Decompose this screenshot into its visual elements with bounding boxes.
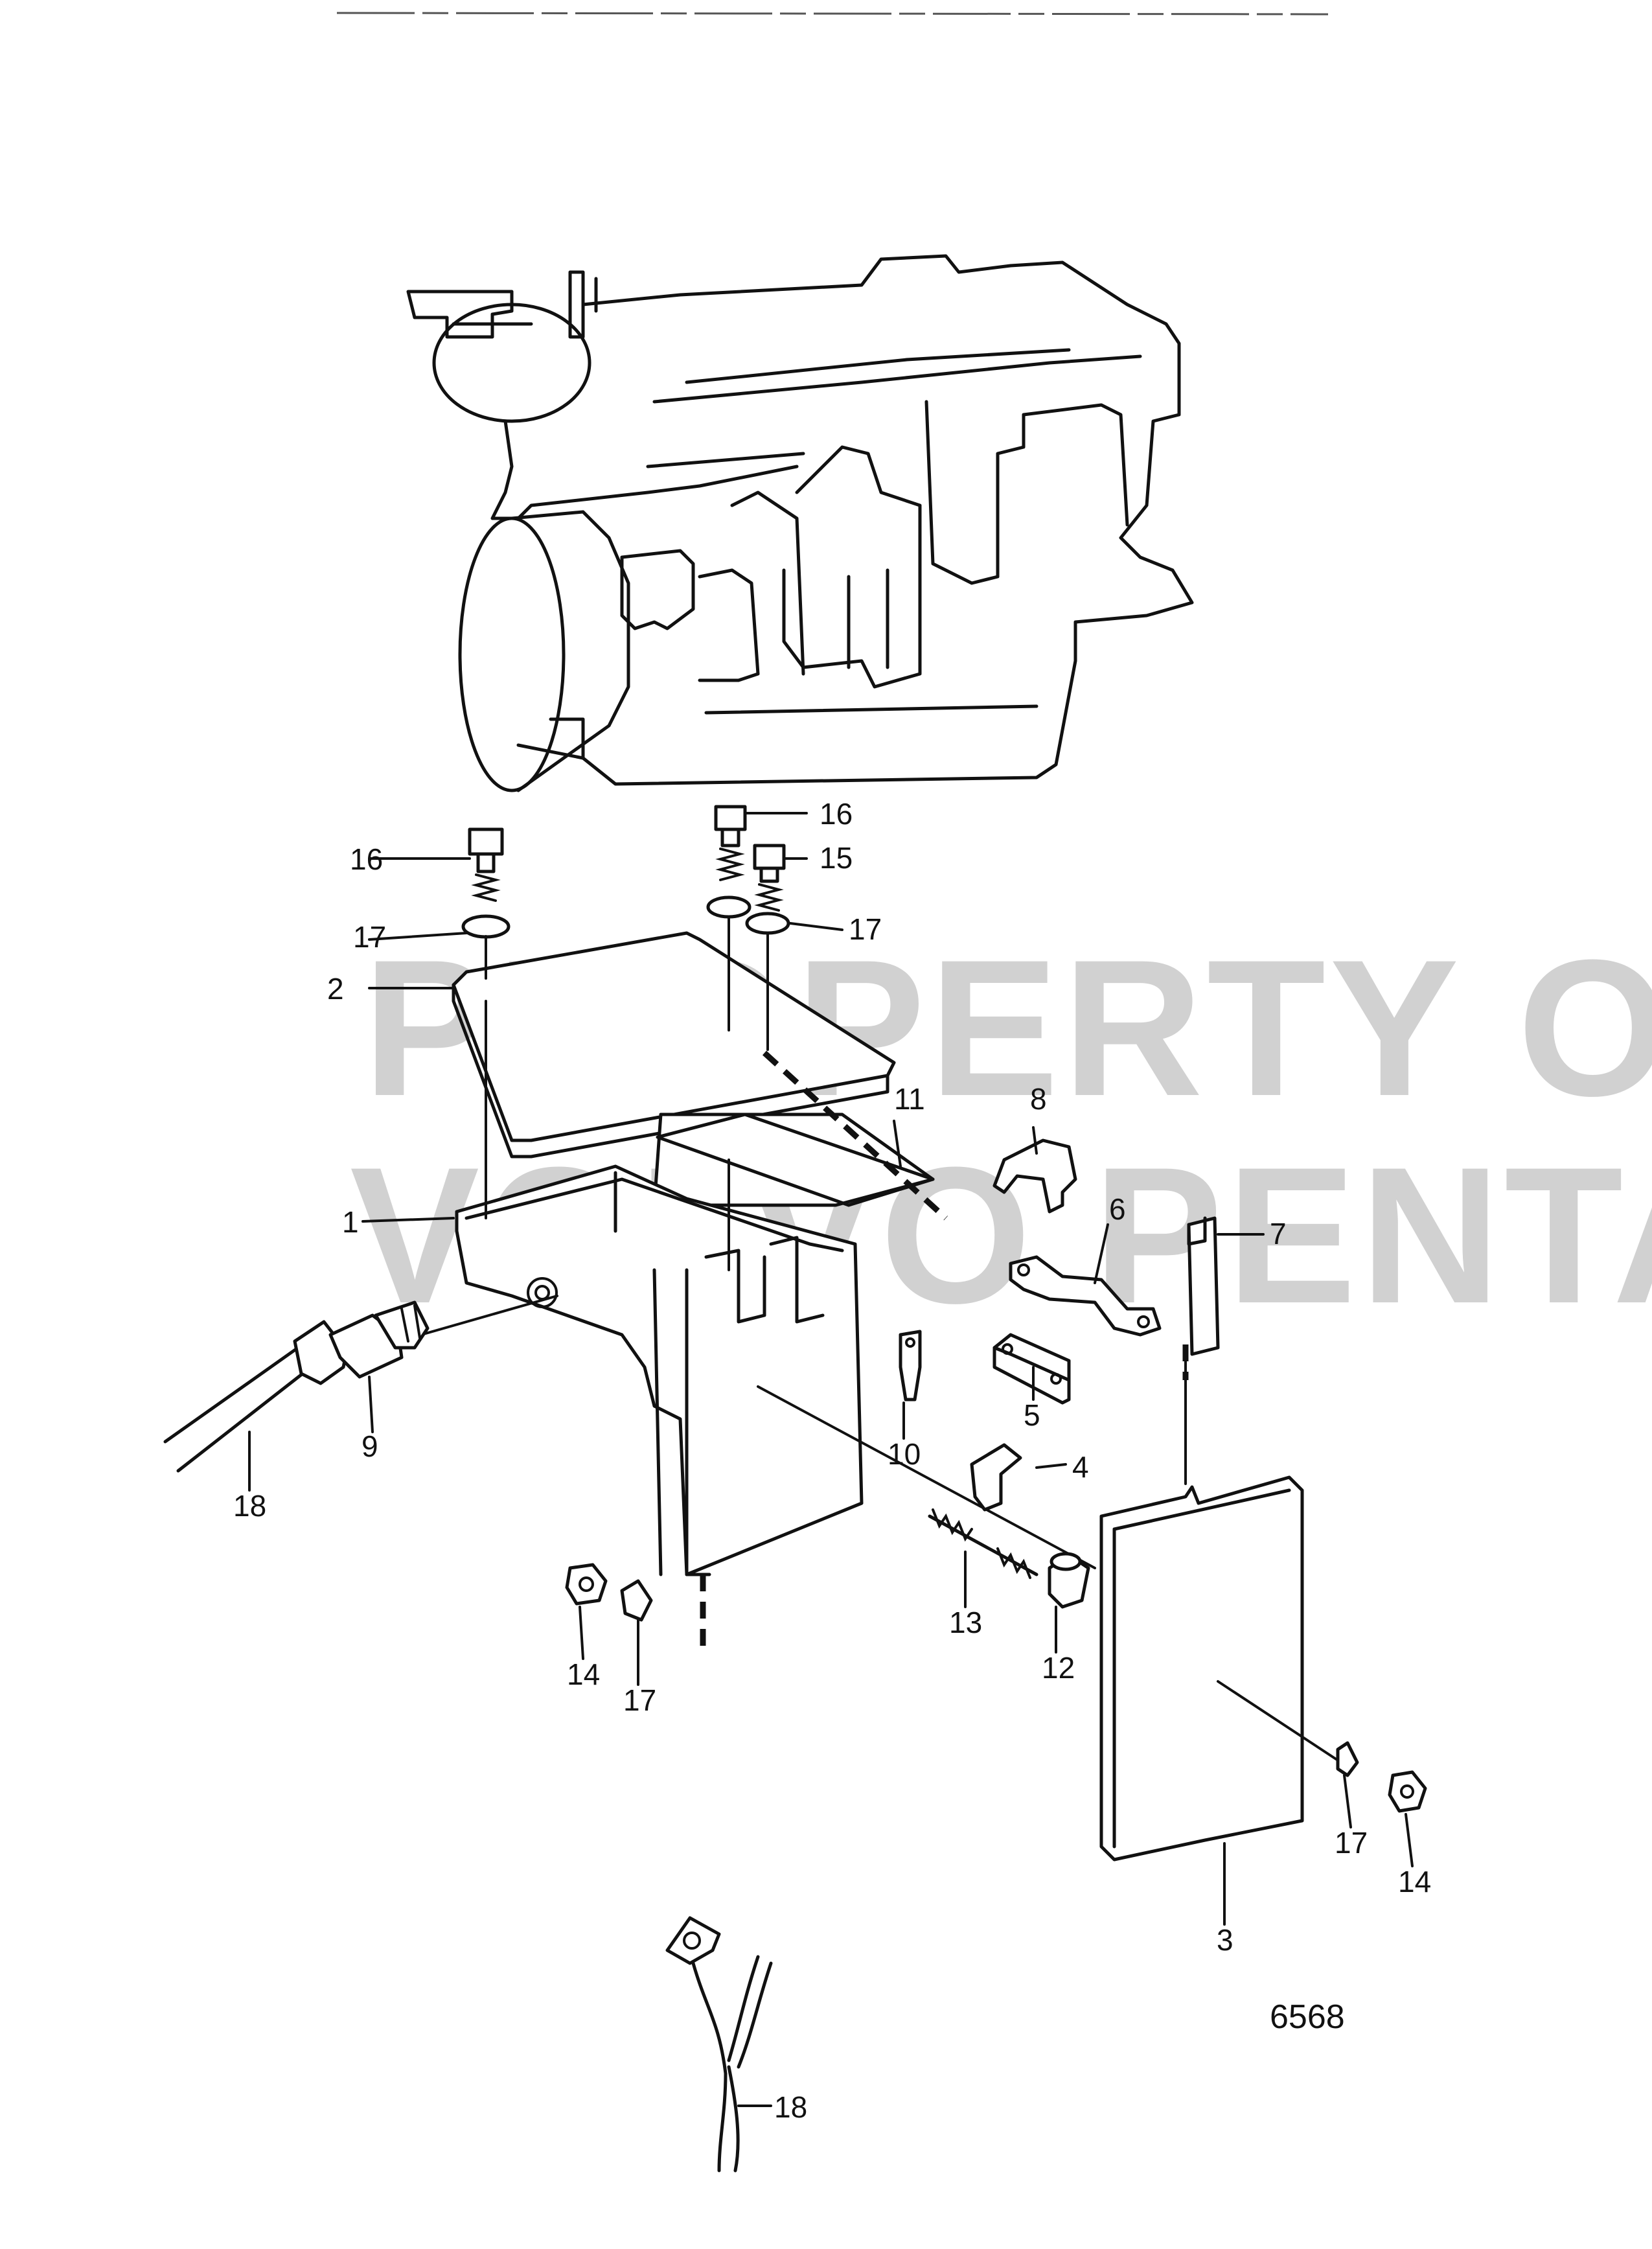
callout-17-left: 17 xyxy=(353,920,386,954)
callout-3: 3 xyxy=(1217,1923,1233,1957)
part-1-box xyxy=(455,1164,864,1576)
callout-7: 7 xyxy=(1270,1217,1287,1251)
callouts: 16 16 15 17 17 2 1 11 8 6 7 4 5 10 9 18 … xyxy=(233,797,1431,2124)
part-10-terminal xyxy=(899,1330,922,1401)
callout-16-right: 16 xyxy=(820,797,853,831)
bolts xyxy=(468,805,786,912)
callout-2: 2 xyxy=(327,972,344,1006)
callout-5: 5 xyxy=(1024,1398,1040,1432)
part-9-gland-and-cable-18 xyxy=(163,1300,773,2173)
part-5-plate xyxy=(992,1333,1071,1405)
callout-6: 6 xyxy=(1109,1192,1126,1226)
part-7-fuse-holder xyxy=(1187,1216,1220,1356)
callout-9: 9 xyxy=(361,1429,378,1463)
callout-4: 4 xyxy=(1072,1450,1089,1484)
callout-17-lower-right: 17 xyxy=(1335,1826,1368,1860)
scan-edge-line xyxy=(336,12,1329,16)
leader-lines xyxy=(248,812,1414,2107)
part-3-end-cover xyxy=(1099,1475,1304,1862)
callout-11: 11 xyxy=(894,1082,925,1116)
figure-number: 6568 xyxy=(1270,1998,1345,2036)
callout-17-right: 17 xyxy=(849,912,882,946)
part-13-stud xyxy=(928,1508,1038,1579)
callout-1: 1 xyxy=(342,1205,359,1239)
callout-18-left: 18 xyxy=(233,1489,266,1523)
callout-8: 8 xyxy=(1030,1082,1047,1116)
callout-14-left: 14 xyxy=(567,1657,600,1691)
callout-16-left: 16 xyxy=(350,842,383,876)
part-12-spacer xyxy=(1048,1552,1090,1609)
callout-13: 13 xyxy=(949,1606,982,1639)
callout-14-right: 14 xyxy=(1398,1865,1431,1898)
callout-17-lower-left: 17 xyxy=(623,1683,656,1717)
engine-outline xyxy=(406,254,1194,792)
dashed-lines xyxy=(700,1050,1189,1652)
callout-12: 12 xyxy=(1042,1651,1075,1685)
nuts-and-washers xyxy=(565,1563,1427,1813)
callout-18-bottom: 18 xyxy=(774,2090,807,2124)
part-2-cover-plate xyxy=(452,931,896,1159)
callout-15: 15 xyxy=(820,841,853,875)
part-4-elbow xyxy=(970,1443,1022,1512)
callout-10: 10 xyxy=(888,1437,921,1471)
part-6-bracket xyxy=(1009,1255,1162,1337)
